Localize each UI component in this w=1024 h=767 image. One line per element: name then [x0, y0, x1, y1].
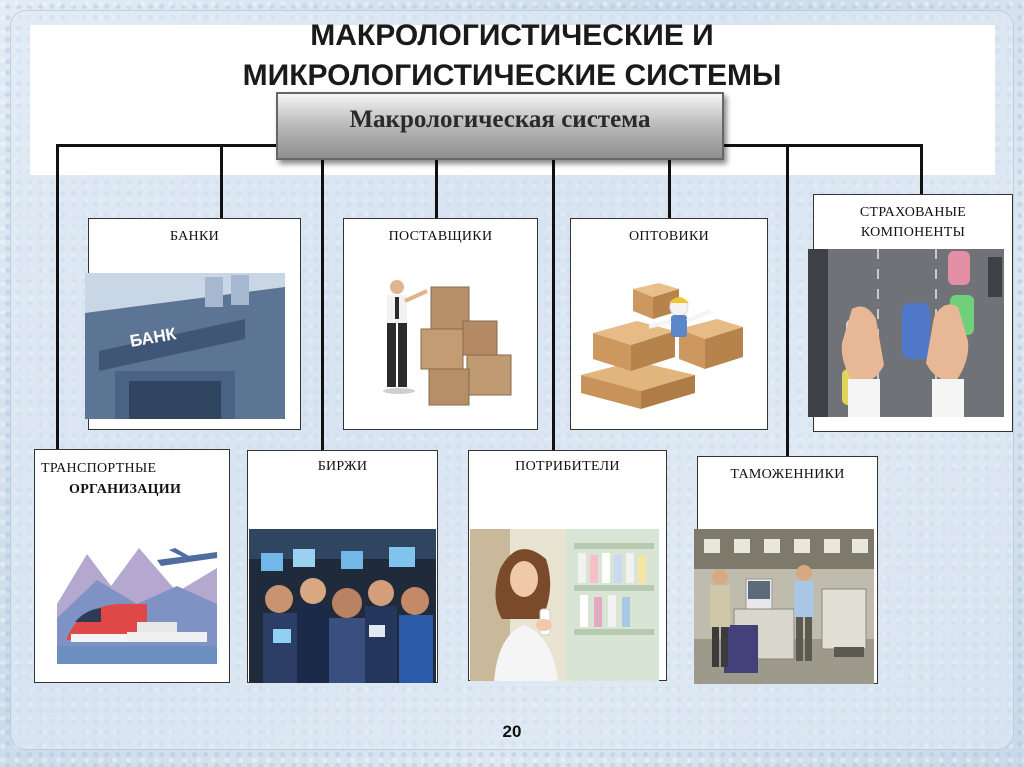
connector-right-horizontal — [720, 144, 923, 147]
connector-wholesalers — [668, 160, 671, 220]
card-consumers: ПОТРИБИТЕЛИ — [468, 450, 667, 681]
card-transport-label-line-1: ТРАНСПОРТНЫЕ — [41, 461, 157, 476]
connector-insurance — [920, 144, 923, 196]
card-transport-label: ТРАНСПОРТНЫЕ ОРГАНИЗАЦИИ — [35, 458, 235, 500]
connector-banks — [220, 144, 223, 220]
slide-title: МАКРОЛОГИСТИЧЕСКИЕ И МИКРОЛОГИСТИЧЕСКИЕ … — [0, 16, 1024, 96]
card-suppliers: ПОСТАВЩИКИ — [343, 218, 538, 430]
shopper-image — [470, 529, 659, 681]
connector-customs — [786, 144, 789, 456]
card-wholesalers-label: ОПТОВИКИ — [629, 229, 709, 244]
title-line-1: МАКРОЛОГИСТИЧЕСКИЕ И — [310, 19, 714, 52]
card-transport: ТРАНСПОРТНЫЕ ОРГАНИЗАЦИИ — [34, 449, 230, 683]
connector-consumers — [552, 160, 555, 452]
customs-image — [694, 529, 874, 684]
card-banks: БАНКИ БАНК — [85, 218, 301, 430]
connector-transport — [56, 144, 59, 450]
card-exchanges: БИРЖИ — [247, 450, 438, 683]
card-customs: ТАМОЖЕННИКИ — [694, 456, 878, 684]
page-number: 20 — [502, 722, 522, 741]
card-suppliers-label: ПОСТАВЩИКИ — [388, 229, 493, 244]
bank-building-image: БАНК — [85, 273, 285, 419]
transport-image — [57, 534, 217, 664]
connector-suppliers — [435, 160, 438, 220]
card-consumers-label: ПОТРИБИТЕЛИ — [515, 459, 620, 474]
card-banks-label: БАНКИ — [169, 229, 220, 244]
macro-system-label: Макрологическая система — [349, 106, 651, 133]
macro-system-box: Макрологическая система — [276, 92, 724, 160]
wholesaler-image — [575, 277, 747, 413]
card-insurance-label: СТРАХОВАНЫЕ КОМПОНЕНТЫ — [814, 203, 1012, 243]
card-transport-label-line-2: ОРГАНИЗАЦИИ — [69, 482, 182, 497]
stock-exchange-image — [249, 529, 436, 683]
cars-in-hands-image — [808, 249, 1004, 417]
connector-left-horizontal — [56, 144, 288, 147]
card-insurance: СТРАХОВАНЫЕ КОМПОНЕНТЫ — [808, 194, 1013, 432]
card-exchanges-label: БИРЖИ — [317, 459, 368, 474]
connector-exchanges — [321, 160, 324, 452]
card-insurance-label-line-2: КОМПОНЕНТЫ — [860, 225, 966, 240]
supplier-image — [369, 275, 519, 415]
title-line-2: МИКРОЛОГИСТИЧЕСКИЕ СИСТЕМЫ — [242, 59, 782, 92]
card-customs-label: ТАМОЖЕННИКИ — [730, 467, 845, 482]
card-insurance-label-line-1: СТРАХОВАНЫЕ — [859, 205, 967, 220]
card-wholesalers: ОПТОВИКИ — [570, 218, 768, 430]
